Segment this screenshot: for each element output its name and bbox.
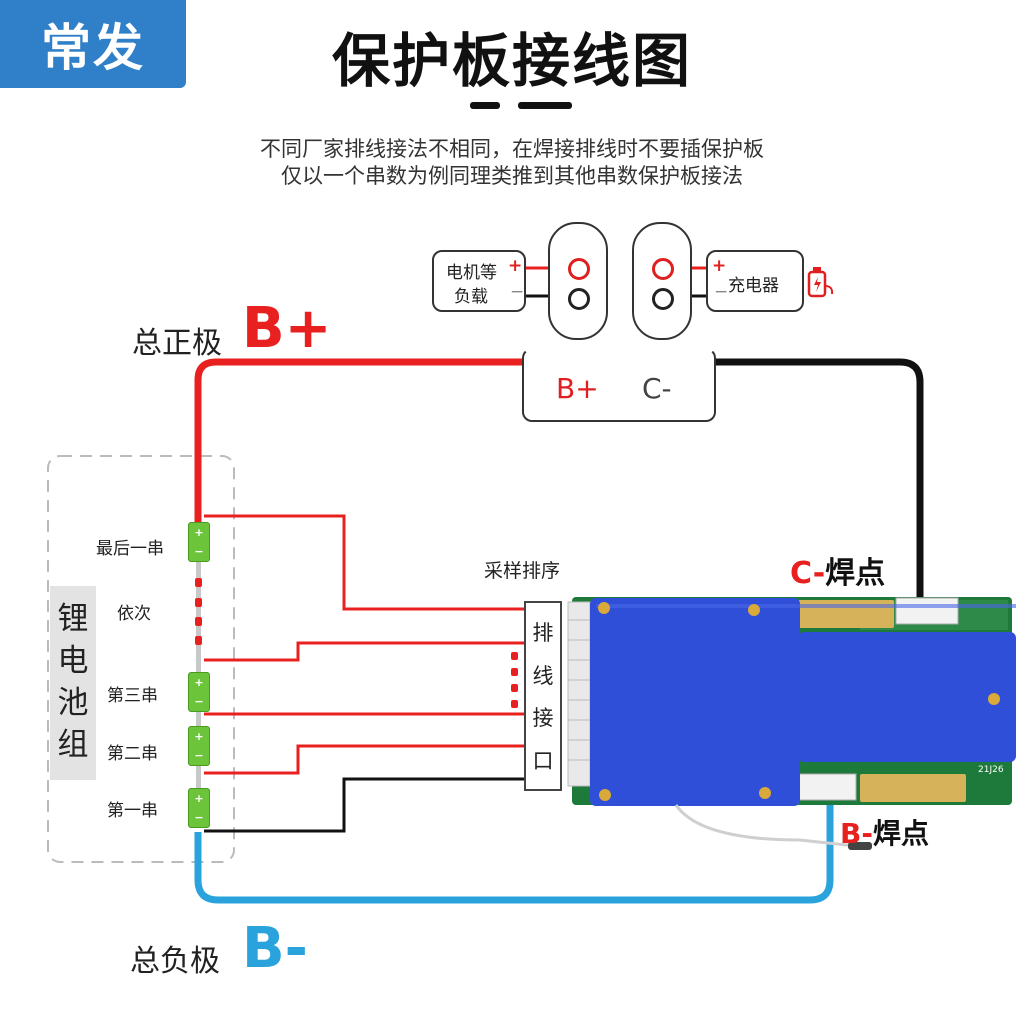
protection-board: 21J26 — [567, 597, 1016, 806]
sampling-connector: 排 线 接 口 — [524, 601, 562, 791]
total-negative-label: 总负极 — [130, 944, 220, 979]
sampling-label: 采样排序 — [484, 560, 561, 582]
cell-label-first: 第一串 — [107, 801, 158, 821]
total-positive-big: B+ — [242, 296, 332, 361]
cell-label-last: 最后一串 — [96, 539, 164, 559]
sequence-dots — [195, 578, 202, 645]
cell-first-minus: − — [194, 811, 204, 824]
b-plus-main-wire — [194, 358, 522, 525]
cell-first: +− — [188, 788, 210, 828]
cell-last-plus: + — [194, 526, 204, 539]
cell-label-second: 第二串 — [107, 744, 158, 764]
brand-logo: 常发 — [0, 0, 186, 88]
board-screw-1 — [598, 602, 610, 614]
terminal-c-minus-label: C- — [642, 372, 672, 405]
board-screw-3 — [988, 693, 1000, 705]
pack-label-char-3: 池 — [57, 685, 89, 721]
c-minus-solder-point-label: C-焊点 — [790, 548, 885, 592]
b-plus-black-hole — [568, 288, 590, 310]
cell-label-sequence: 依次 — [117, 604, 151, 624]
load-label-line-1: 电机等 — [446, 263, 497, 283]
total-positive-label: 总正极 — [132, 326, 222, 361]
cell-third-minus: − — [194, 695, 204, 708]
sampling-wire-third — [204, 641, 528, 662]
connector-char-2: 线 — [532, 663, 554, 688]
sampling-wire-last — [204, 514, 528, 611]
charger-icon — [807, 267, 834, 298]
board-screw-5 — [759, 787, 771, 799]
c-minus-red-hole — [652, 258, 674, 280]
c-minus-solder-suffix: 焊点 — [825, 556, 886, 591]
terminal-b-plus-label: B+ — [556, 372, 599, 405]
sampling-wire-second — [204, 744, 528, 775]
pcb-marking: 21J26 — [978, 765, 1004, 775]
pack-label-char-2: 电 — [57, 643, 89, 680]
cell-first-plus: + — [194, 792, 204, 805]
c-minus-main-wire — [712, 358, 924, 600]
cell-last: +− — [188, 522, 210, 562]
load-box: 电机等 负载 + − — [432, 250, 526, 312]
b-plus-red-hole — [568, 258, 590, 280]
charger-label: 充电器 — [728, 276, 779, 296]
subtitle-line-2: 仅以一个串数为例同理类推到其他串数保护板接法 — [281, 164, 743, 188]
load-label-line-2: 负载 — [454, 287, 488, 307]
b-plus-terminal-pill — [548, 222, 608, 340]
temperature-sensor-wire — [674, 804, 857, 848]
page-title: 保护板接线图 — [331, 27, 692, 95]
cell-last-minus: − — [194, 545, 204, 558]
subtitle-line-1: 不同厂家排线接法不相同，在焊接排线时不要插保护板 — [260, 137, 764, 161]
total-negative-big: B- — [242, 916, 308, 981]
c-minus-terminal-pill — [632, 222, 692, 340]
cell-third-plus: + — [194, 676, 204, 689]
c-minus-black-hole — [652, 288, 674, 310]
connector-char-4: 口 — [532, 748, 554, 773]
battery-pack-label: 锂 电 池 组 — [50, 586, 96, 780]
charger-box: + − 充电器 — [706, 250, 804, 312]
cell-second-plus: + — [194, 730, 204, 743]
charger-plus-sign: + — [712, 256, 727, 276]
connector-char-1: 排 — [532, 621, 554, 646]
connector-char-3: 接 — [532, 706, 554, 731]
b-minus-main-wire — [194, 800, 834, 904]
load-plus-sign: + — [508, 256, 523, 276]
cell-third: +− — [188, 672, 210, 712]
b-minus-solder-suffix: 焊点 — [872, 817, 929, 850]
b-minus-solder-prefix: B- — [840, 817, 873, 850]
c-minus-solder-prefix: C- — [790, 556, 826, 591]
cell-second: +− — [188, 726, 210, 766]
sampling-wire-first — [204, 777, 528, 833]
load-minus-sign: − — [510, 282, 525, 302]
charger-minus-sign: − — [714, 282, 729, 302]
title-divider — [470, 102, 572, 109]
cell-label-third: 第三串 — [107, 686, 158, 706]
b-minus-solder-point-label: B-焊点 — [840, 812, 929, 852]
board-screw-4 — [599, 789, 611, 801]
pack-label-char-1: 锂 — [57, 601, 89, 638]
terminal-housing: B+ C- — [522, 348, 716, 422]
board-screw-2 — [748, 604, 760, 616]
pack-label-char-4: 组 — [57, 726, 89, 763]
cell-second-minus: − — [194, 749, 204, 762]
